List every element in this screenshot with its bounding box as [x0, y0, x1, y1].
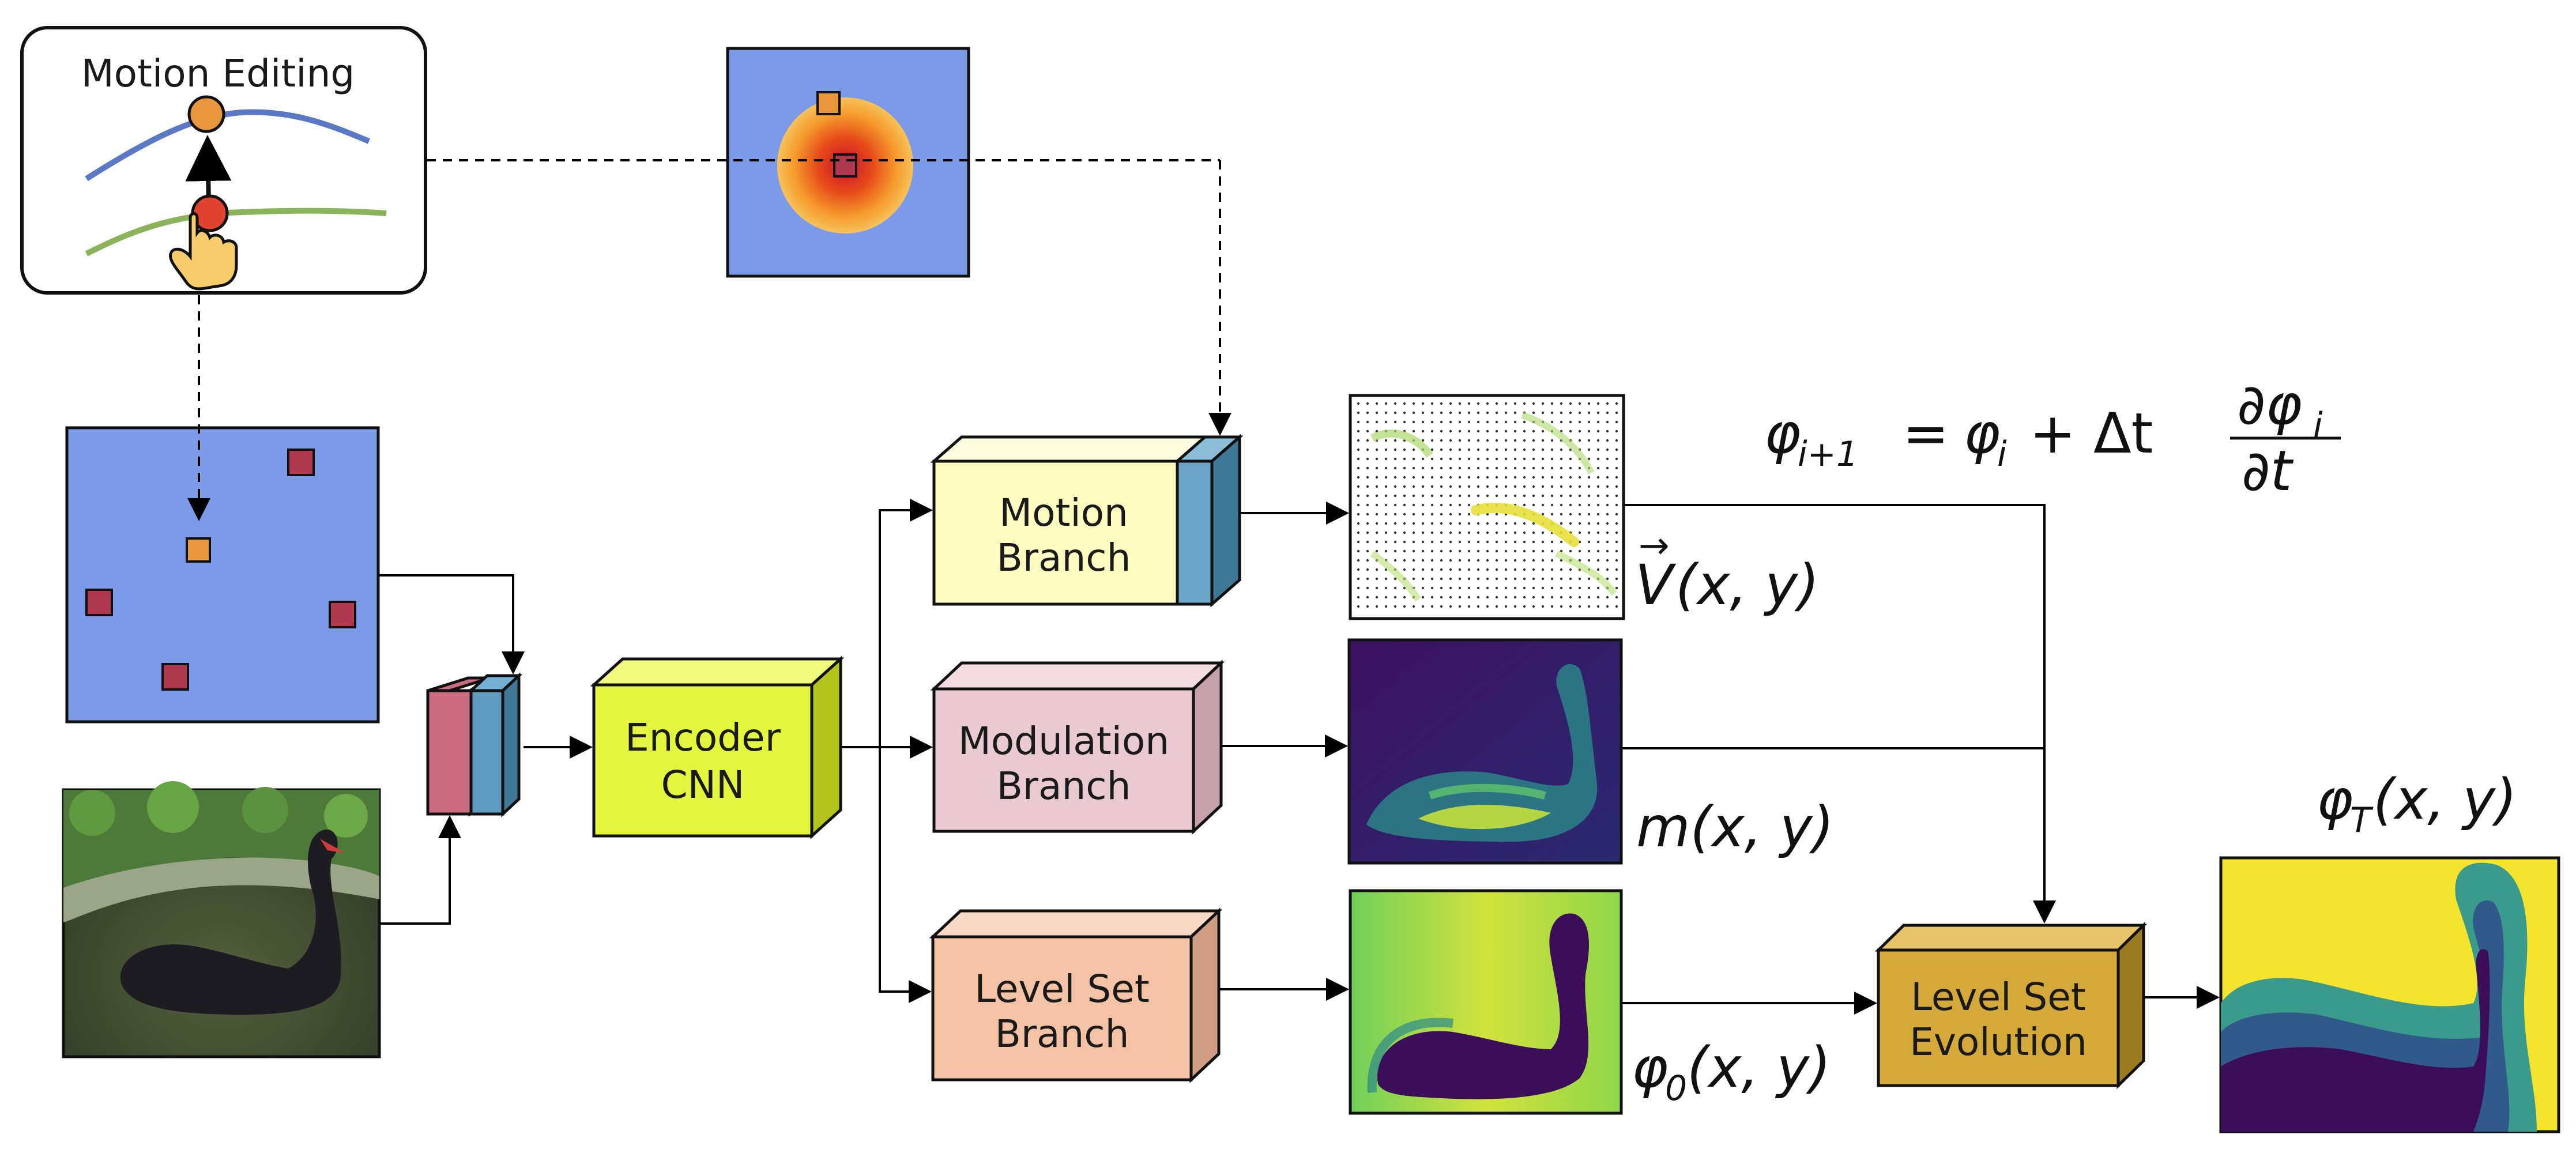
pointing-hand-icon: [168, 212, 238, 291]
heatmap-red-point: [833, 153, 857, 178]
target-point: [187, 95, 225, 133]
update-equation: φ i+1 = φ i + Δt ∂φ i ∂t: [1764, 372, 2341, 503]
velocity-arrow: →: [1639, 525, 1670, 567]
evolution-label-line2: Evolution: [1910, 1020, 2087, 1064]
phi0-sub: 0: [1665, 1068, 1687, 1109]
motion-branch-block: Motion Branch: [930, 434, 1244, 608]
phi0-args: (x, y): [1687, 1035, 1831, 1100]
eq-lhs-sub: i+1: [1798, 434, 1858, 474]
velocity-base: V: [1635, 553, 1677, 617]
final-levelset-image: [2219, 856, 2560, 1133]
phi0-label: φ 0 (x, y): [1632, 1035, 1831, 1109]
eq-numerator-sub: i: [2313, 405, 2323, 446]
eq-rhs-sub: i: [1997, 434, 2007, 474]
green-curve: [85, 208, 387, 257]
phiT-sub: T: [2350, 800, 2374, 841]
encoder-label-line1: Encoder: [625, 715, 781, 760]
phiT-base: φ: [2317, 767, 2353, 832]
eq-plus-dt: + Δt: [2029, 401, 2153, 466]
modulation-label-line2: Branch: [997, 764, 1131, 808]
eq-numerator: ∂φ: [2237, 372, 2302, 437]
blue-curve: [85, 109, 370, 182]
sparse-points-map: [65, 426, 380, 724]
modulation-text: m(x, y): [1636, 795, 1834, 860]
motion-editing-panel: Motion Editing: [20, 26, 427, 295]
velocity-field-image: [1349, 394, 1625, 620]
levelset-label-line1: Level Set: [974, 967, 1150, 1011]
encoder-cnn-block: Encoder CNN: [590, 655, 845, 839]
concat-blocks: [426, 672, 523, 817]
levelset-label-line2: Branch: [995, 1012, 1129, 1056]
velocity-label: V → (x, y): [1635, 525, 1820, 617]
modulation-branch-block: Modulation Branch: [930, 660, 1225, 835]
modulation-label-line1: Modulation: [958, 719, 1169, 763]
levelset-branch-block: Level Set Branch: [929, 907, 1223, 1083]
motion-editing-title: Motion Editing: [81, 51, 355, 96]
heatmap-orange-point: [816, 91, 841, 115]
connectors: [187, 159, 2220, 1015]
evolution-label-line1: Level Set: [1911, 975, 2086, 1019]
motion-label-line1: Motion: [999, 491, 1128, 535]
eq-rhs-base: φ: [1964, 401, 2000, 466]
input-swan-image: [62, 781, 381, 1058]
eq-equals: =: [1903, 401, 1949, 466]
heatmap-panel: [726, 47, 970, 278]
motion-label-line2: Branch: [997, 536, 1131, 580]
encoder-label-line2: CNN: [661, 763, 745, 807]
drag-arrow: [185, 135, 232, 204]
eq-lhs-base: φ: [1764, 401, 1801, 466]
phi0-base: φ: [1632, 1035, 1668, 1100]
modulation-map-image: [1347, 638, 1623, 865]
eq-denominator: ∂t: [2242, 439, 2294, 503]
levelset-evolution-block: Level Set Evolution: [1874, 922, 2148, 1089]
levelset-init-image: [1349, 889, 1623, 1115]
phiT-args: (x, y): [2373, 767, 2517, 832]
velocity-args: (x, y): [1675, 553, 1820, 617]
phiT-label: φ T (x, y): [2317, 767, 2517, 841]
modulation-label: m(x, y): [1636, 795, 1834, 860]
